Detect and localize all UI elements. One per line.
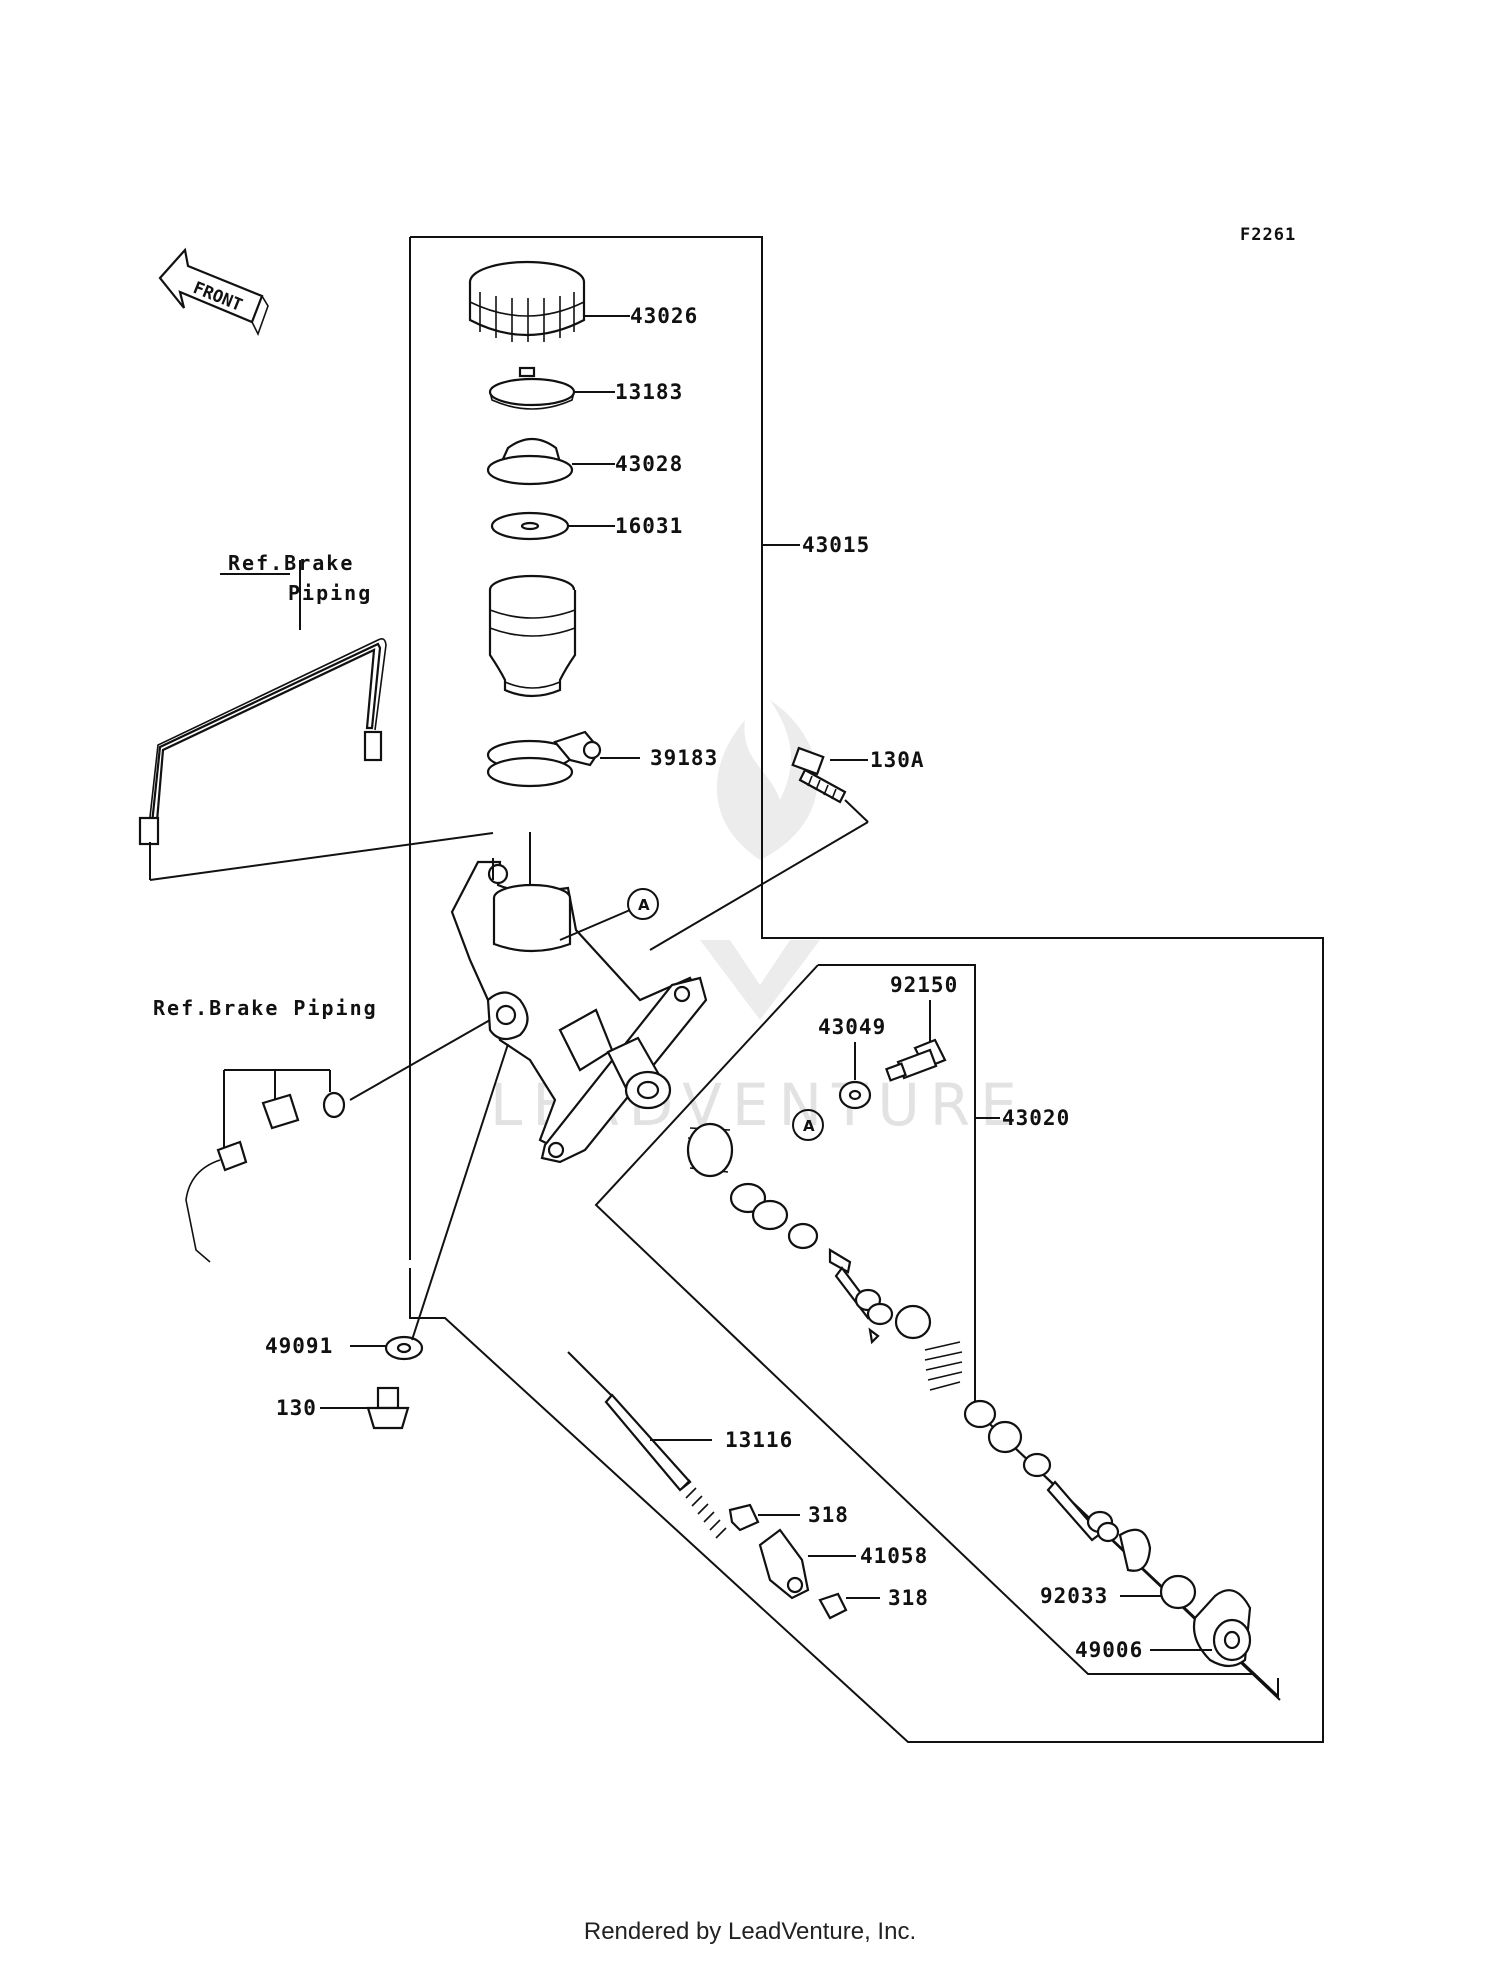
clamp-39183 [486,730,640,788]
diaphragm-43028 [486,437,615,486]
marker-A-bottom: A [803,1117,815,1135]
brake-pipe-top [138,560,494,881]
part-label-92150[interactable]: 92150 [890,973,958,997]
dust-boot-49006 [1150,1589,1252,1668]
part-label-43049[interactable]: 43049 [818,1015,886,1039]
part-label-130[interactable]: 130 [276,1396,317,1420]
drain-bolt-130 [320,1386,410,1430]
part-label-43026[interactable]: 43026 [630,304,698,328]
part-label-43028[interactable]: 43028 [615,452,683,476]
push-rod-13116 [567,1351,727,1539]
front-arrow-icon: FRONT [158,247,269,337]
nut-318-upper [728,1503,800,1532]
bolt-130A [649,746,869,951]
assembly-43015-outline [409,236,1324,1743]
part-label-43020[interactable]: 43020 [1002,1106,1070,1130]
part-label-43015[interactable]: 43015 [802,533,870,557]
part-label-92033[interactable]: 92033 [1040,1584,1108,1608]
part-label-318-lower[interactable]: 318 [888,1586,929,1610]
part-label-13116[interactable]: 13116 [725,1428,793,1452]
part-label-49091[interactable]: 49091 [265,1334,333,1358]
washer-49091 [350,1043,509,1361]
reservoir-body [488,574,577,698]
part-label-41058[interactable]: 41058 [860,1544,928,1568]
part-label-318-upper[interactable]: 318 [808,1503,849,1527]
footer-credit: Rendered by LeadVenture, Inc. [583,1918,917,1945]
reservoir-cap-43026 [468,260,630,342]
brake-pipe-mid [185,1019,491,1263]
part-label-16031[interactable]: 16031 [615,514,683,538]
bleeder-92150 [885,1000,947,1082]
master-cylinder-body [450,832,708,1164]
clevis-41058 [758,1528,856,1600]
part-label-39183[interactable]: 39183 [650,746,718,770]
washer-16031 [490,511,615,541]
circlip-92033 [1120,1574,1197,1610]
piston-internals [686,1122,1152,1572]
part-label-130A[interactable]: 130A [870,748,925,772]
diagram-code: F2261 [1240,225,1296,245]
seal-43049 [792,1042,872,1141]
marker-A-top: A [638,896,650,914]
diaphragm-plate-13183 [488,366,615,410]
part-label-49006[interactable]: 49006 [1075,1638,1143,1662]
ref-brake-piping-top-line1: Ref.Brake [228,551,354,575]
ref-brake-piping-mid: Ref.Brake Piping [153,996,378,1020]
nut-318-lower [818,1592,880,1620]
part-label-13183[interactable]: 13183 [615,380,683,404]
ref-brake-piping-top-line2: Piping [288,581,372,605]
